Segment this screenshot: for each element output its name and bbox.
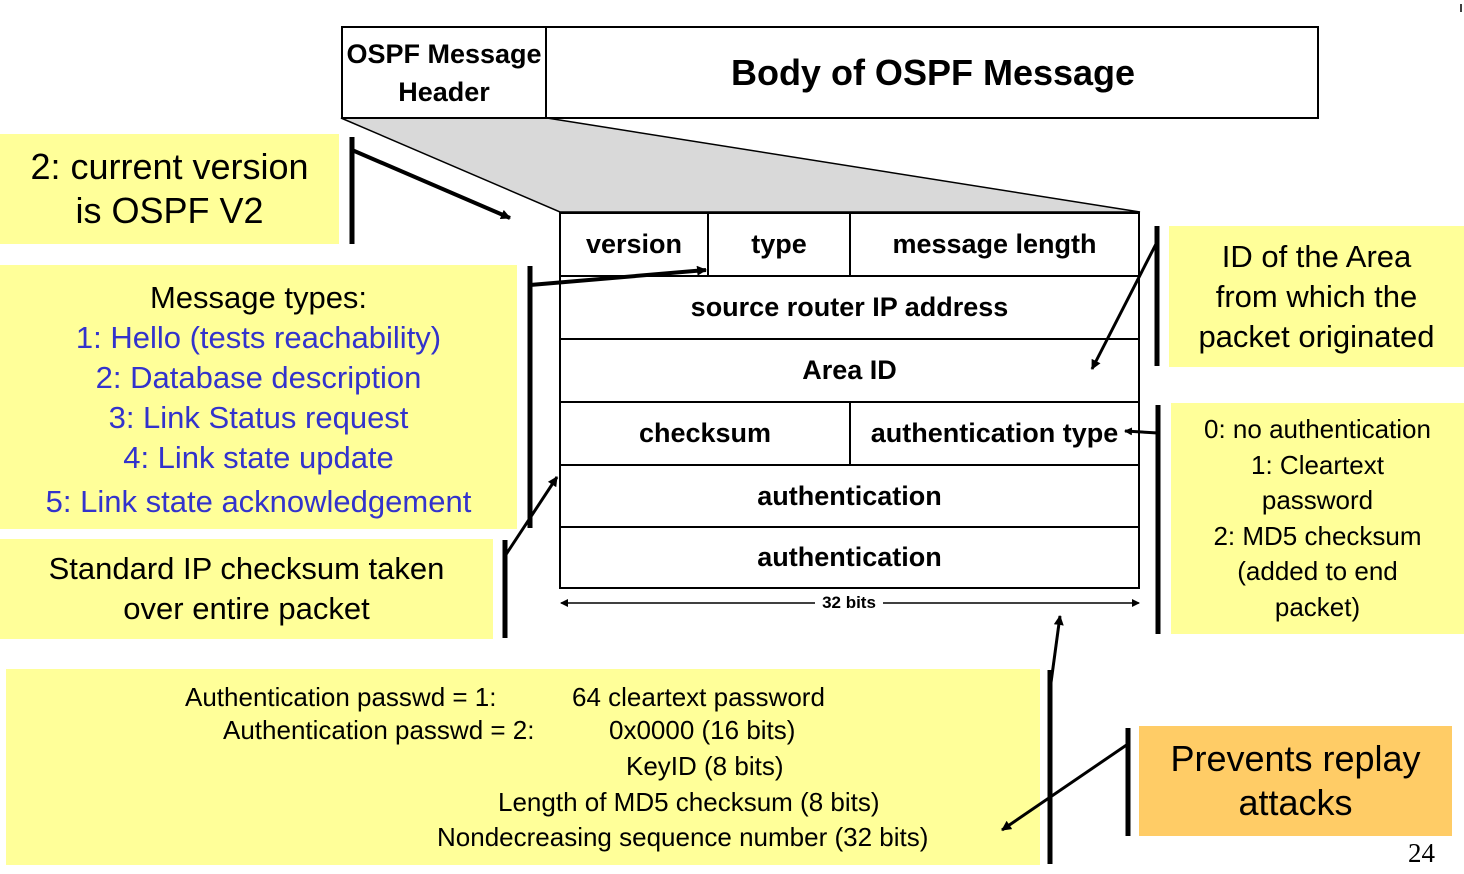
version-note: 2: current version is OSPF V2	[0, 134, 339, 244]
message-types-title: Message types:	[149, 280, 368, 315]
width-label-text: 32 bits	[822, 593, 876, 612]
field-type-label: type	[751, 229, 807, 259]
replay-note-line1: Prevents replay	[1170, 738, 1421, 779]
field-area-id-label: Area ID	[802, 355, 897, 385]
version-note-line1: 2: current version	[30, 146, 309, 187]
field-authentication-2: authentication	[561, 528, 1138, 587]
auth-detail-line2-label: Authentication passwd = 2:	[223, 715, 535, 745]
replay-note: Prevents replay attacks	[1139, 726, 1452, 836]
field-area-id: Area ID	[561, 340, 1138, 403]
checksum-note-line2: over entire packet	[123, 591, 370, 626]
field-source-router-ip-label: source router IP address	[690, 292, 1009, 322]
auth-detail-line1-value: 64 cleartext password	[572, 682, 825, 712]
auth-detail-line5: Nondecreasing sequence number (32 bits)	[437, 822, 929, 852]
field-message-length: message length	[851, 214, 1138, 277]
field-checksum: checksum	[561, 403, 851, 466]
message-type-link-state-ack: 5: Link state acknowledgement	[45, 484, 472, 519]
packet-format-table: version type message length source route…	[559, 212, 1140, 589]
zoom-trapezoid	[340, 117, 1141, 213]
field-type: type	[709, 214, 851, 277]
field-authentication-1: authentication	[561, 466, 1138, 528]
auth-detail-line4: Length of MD5 checksum (8 bits)	[498, 787, 880, 817]
message-type-link-status-request: 3: Link Status request	[108, 400, 409, 435]
message-type-db-description: 2: Database description	[95, 360, 422, 395]
field-authentication-1-label: authentication	[757, 480, 942, 511]
version-note-line2: is OSPF V2	[75, 190, 264, 231]
auth-detail-line2-value: 0x0000 (16 bits)	[609, 715, 796, 745]
auth-detail-arrow	[1048, 615, 1064, 691]
checksum-note-line1: Standard IP checksum taken	[48, 551, 445, 586]
field-version-label: version	[585, 229, 683, 259]
field-authentication-type-label: authentication type	[870, 418, 1119, 448]
auth-detail-line3: KeyID (8 bits)	[626, 751, 784, 781]
area-note-line3: packet originated	[1198, 318, 1435, 354]
header-label-line2: Header	[398, 76, 490, 107]
area-id-note: ID of the Area from which the packet ori…	[1169, 226, 1464, 367]
auth-detail-note: Authentication passwd = 1: 64 cleartext …	[6, 669, 1040, 865]
page-number-text: 24	[1408, 838, 1435, 868]
body-label: Body of OSPF Message	[730, 51, 1136, 93]
version-note-arrow	[351, 148, 511, 220]
replay-note-line2: attacks	[1238, 782, 1353, 823]
auth-type-note-line2: 1: Cleartext	[1251, 449, 1384, 480]
auth-detail-line1-label: Authentication passwd = 1:	[185, 682, 497, 712]
checksum-note: Standard IP checksum taken over entire p…	[0, 539, 493, 639]
page-number: 24	[1408, 838, 1458, 868]
field-message-length-label: message length	[892, 229, 1097, 259]
header-label-line1: OSPF Message	[346, 38, 542, 69]
auth-type-note: 0: no authentication 1: Cleartext passwo…	[1171, 403, 1464, 634]
area-note-line1: ID of the Area	[1221, 238, 1412, 274]
auth-type-note-line1: 0: no authentication	[1204, 414, 1431, 444]
field-authentication-type: authentication type	[851, 403, 1138, 466]
ospf-body-cell: Body of OSPF Message	[547, 26, 1319, 119]
field-version: version	[561, 214, 709, 277]
message-type-link-state-update: 4: Link state update	[123, 440, 394, 475]
auth-type-note-line6: packet)	[1274, 591, 1361, 622]
ospf-message-header-cell: OSPF Message Header	[341, 26, 547, 119]
message-type-hello: 1: Hello (tests reachability)	[75, 320, 442, 355]
auth-type-note-line5: (added to end	[1237, 556, 1398, 586]
area-note-line2: from which the	[1215, 278, 1418, 314]
message-types-note: Message types: 1: Hello (tests reachabil…	[0, 265, 517, 529]
auth-type-note-line3: password	[1261, 485, 1374, 515]
field-source-router-ip: source router IP address	[561, 277, 1138, 340]
width-label: 32 bits	[815, 593, 883, 613]
field-authentication-2-label: authentication	[757, 542, 942, 572]
auth-type-note-line4: 2: MD5 checksum	[1213, 520, 1422, 551]
field-checksum-label: checksum	[638, 418, 772, 448]
